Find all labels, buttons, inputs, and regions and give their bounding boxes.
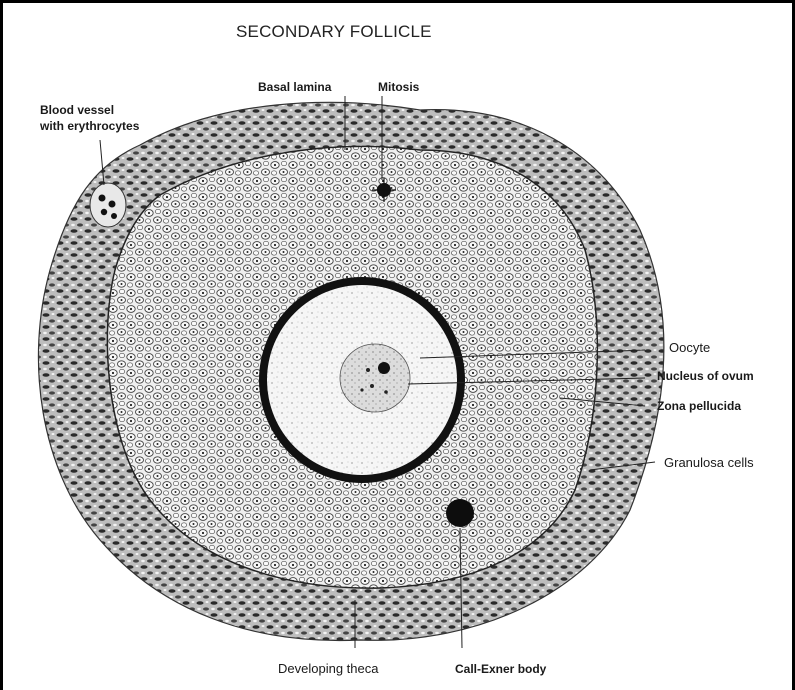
label-blood-vessel-line1: Blood vessel [40,103,114,117]
label-blood-vessel-line2: with erythrocytes [40,119,139,133]
label-oocyte: Oocyte [669,340,710,355]
label-zona-pellucida: Zona pellucida [657,399,741,413]
chromatin-dot [370,384,374,388]
label-nucleus-of-ovum: Nucleus of ovum [657,369,754,383]
figure-title: SECONDARY FOLLICLE [236,22,432,42]
chromatin-dot [366,368,370,372]
label-developing-theca: Developing theca [278,661,378,676]
label-granulosa-cells: Granulosa cells [664,455,754,470]
label-basal-lamina: Basal lamina [258,80,331,94]
nucleus-of-ovum [340,344,410,412]
blood-vessel [90,183,126,227]
chromatin-dot [360,388,363,391]
nucleolus [378,362,390,374]
label-call-exner-body: Call-Exner body [455,662,546,676]
label-mitosis: Mitosis [378,80,419,94]
chromatin-dot [384,390,388,394]
call-exner-body [446,499,474,527]
